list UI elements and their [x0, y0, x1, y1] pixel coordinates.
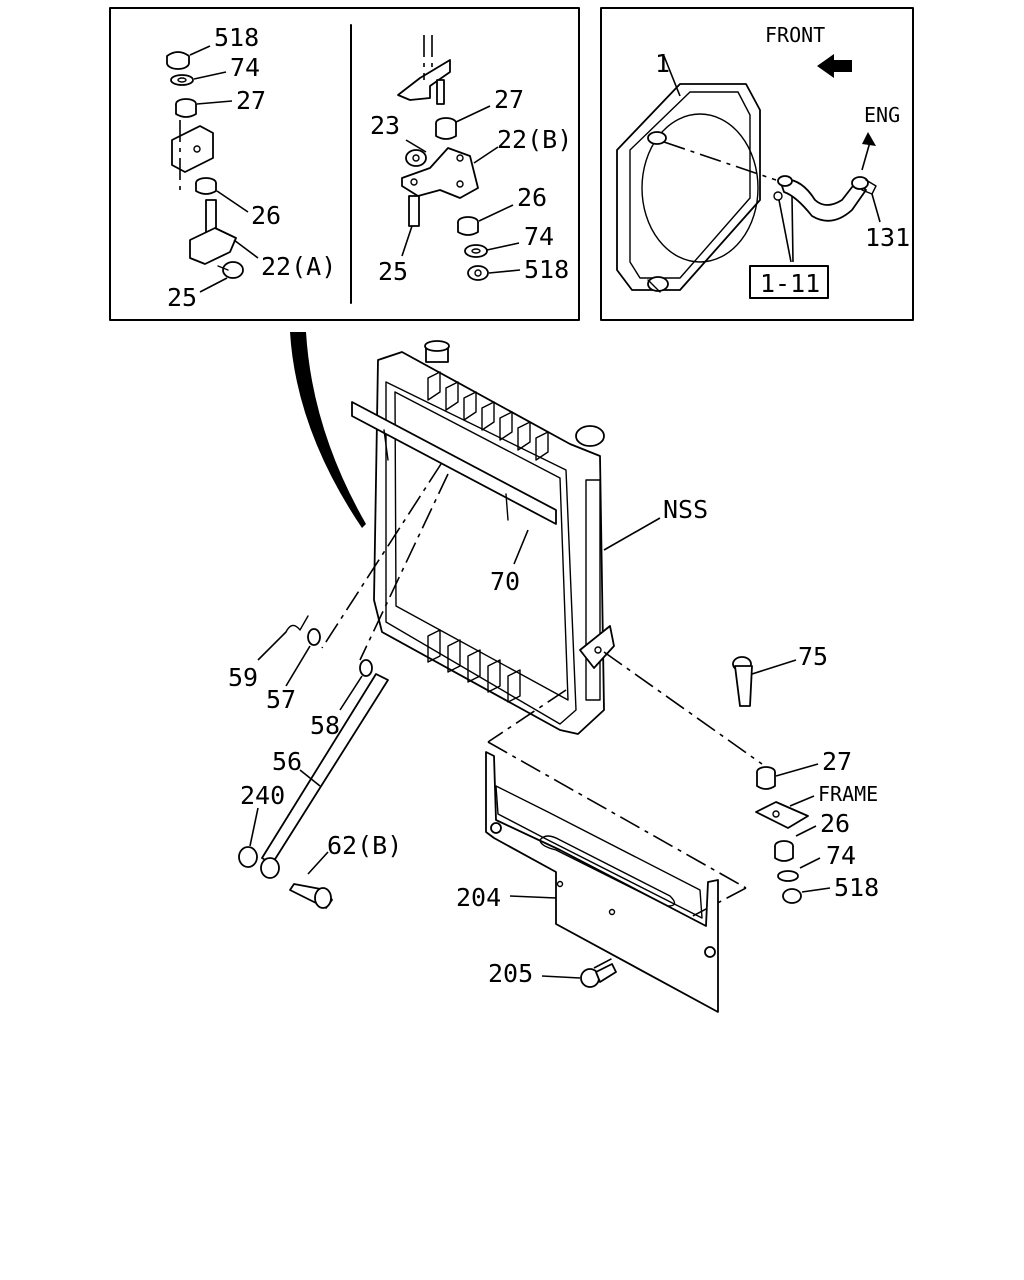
bolt-205 — [580, 963, 617, 988]
label-70: 70 — [490, 567, 520, 596]
label-204: 204 — [456, 883, 501, 912]
label-27-a: 27 — [236, 86, 266, 115]
label-75: 75 — [798, 642, 828, 671]
label-56: 56 — [272, 747, 302, 776]
label-22b: 22(B) — [497, 125, 572, 154]
label-62b: 62(B) — [327, 831, 402, 860]
label-26-main: 26 — [820, 809, 850, 838]
label-ref-1-11: 1-11 — [760, 269, 820, 298]
eng-arrow-icon — [862, 132, 876, 146]
detail-box-mounting: 518 74 27 26 22(A) 25 — [109, 7, 580, 321]
label-25-a: 25 — [167, 283, 197, 312]
label-518-main: 518 — [834, 873, 879, 902]
label-eng: ENG — [864, 103, 900, 127]
mount-a-parts — [166, 51, 244, 279]
bolt-75 — [732, 656, 753, 707]
ref-box — [749, 265, 829, 299]
label-518-b: 518 — [524, 255, 569, 284]
front-arrow-icon — [817, 54, 852, 78]
label-frame: FRAME — [818, 782, 878, 806]
label-205: 205 — [488, 959, 533, 988]
label-25-b: 25 — [378, 257, 408, 286]
label-part-1: 1 — [655, 49, 670, 78]
label-front: FRONT — [765, 23, 825, 47]
label-27-b: 27 — [494, 85, 524, 114]
label-27-main: 27 — [822, 747, 852, 776]
label-part-131: 131 — [865, 223, 910, 252]
label-22a: 22(A) — [261, 252, 336, 281]
label-57: 57 — [266, 685, 296, 714]
label-74-b: 74 — [524, 222, 554, 251]
label-74-a: 74 — [230, 53, 260, 82]
label-26-b: 26 — [517, 183, 547, 212]
label-74-main: 74 — [826, 841, 856, 870]
label-240: 240 — [240, 781, 285, 810]
lower-panel-204 — [485, 751, 719, 1013]
frame-mount — [755, 766, 809, 904]
callout-curve-icon — [290, 332, 366, 528]
bar-70 — [351, 401, 557, 525]
label-23: 23 — [370, 111, 400, 140]
label-26-a: 26 — [251, 201, 281, 230]
mount-b-parts — [397, 35, 489, 281]
label-nss: NSS — [663, 495, 708, 524]
stay-rod-parts — [238, 615, 389, 909]
detail-box-fan-shroud: FRONT ENG 1 131 1-11 — [600, 7, 914, 321]
label-58: 58 — [310, 711, 340, 740]
label-59: 59 — [228, 663, 258, 692]
label-518-a: 518 — [214, 23, 259, 52]
radiator — [373, 340, 615, 735]
